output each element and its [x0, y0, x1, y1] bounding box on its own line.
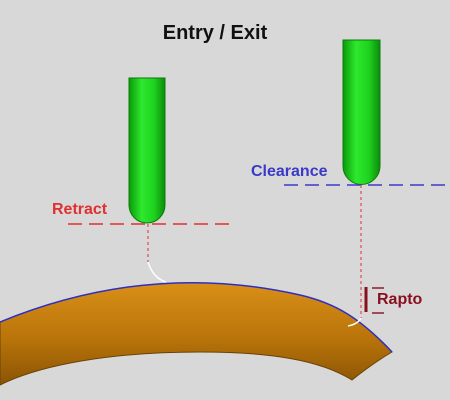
rapto-label: Rapto: [377, 291, 423, 308]
rapto-bracket: [364, 287, 384, 314]
retract-label: Retract: [52, 201, 108, 218]
surface-top-edge: [0, 281, 393, 353]
tool-right: [342, 39, 381, 185]
part-surface: [0, 281, 393, 386]
entry-path-left: [147, 261, 167, 283]
clearance-label: Clearance: [251, 163, 328, 180]
tool-left: [128, 77, 166, 224]
entry-path-right: [347, 317, 362, 327]
diagram-title: Entry / Exit: [162, 22, 268, 44]
